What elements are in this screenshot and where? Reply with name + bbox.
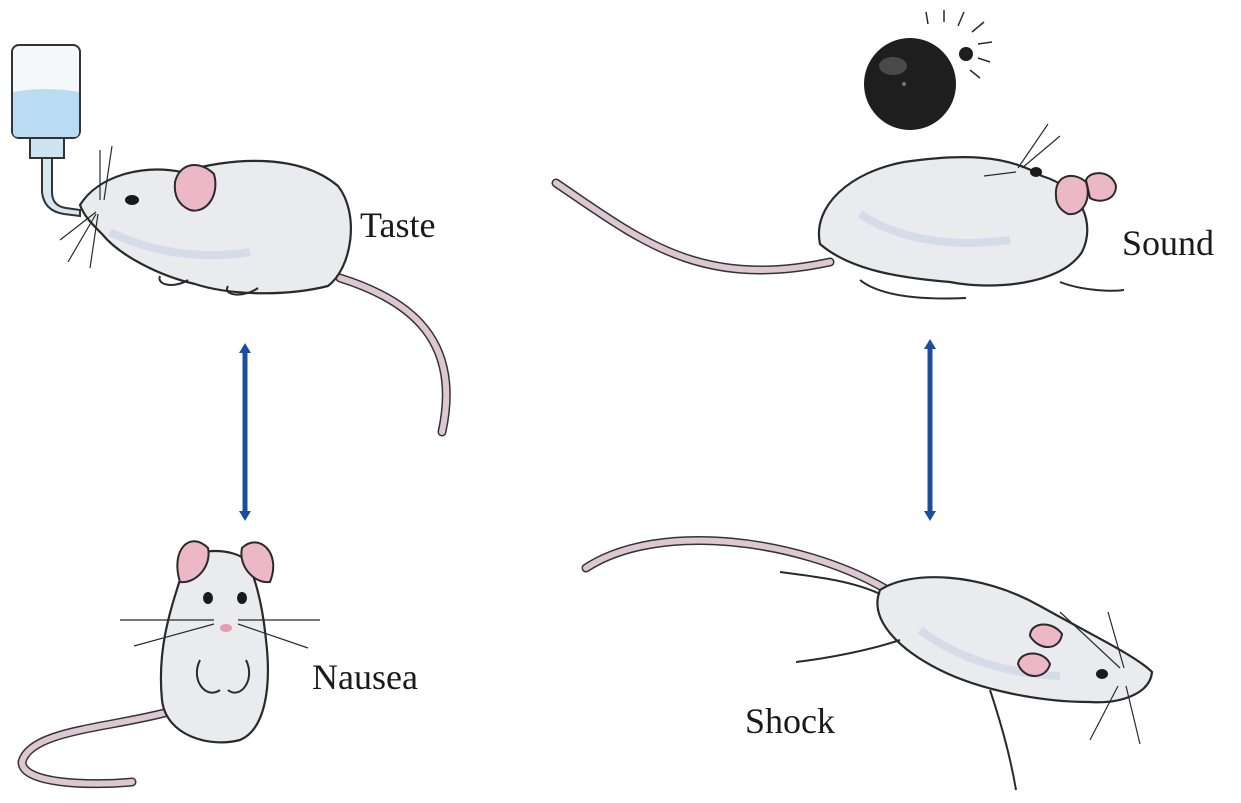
nausea-rat xyxy=(22,541,320,783)
label-nausea: Nausea xyxy=(312,656,418,698)
taste-rat xyxy=(60,146,446,432)
sound-rat xyxy=(556,124,1124,298)
label-shock: Shock xyxy=(745,700,835,742)
label-sound: Sound xyxy=(1122,222,1214,264)
shock-rat xyxy=(586,540,1152,790)
bell-icon xyxy=(864,10,992,130)
water-bottle-icon xyxy=(12,45,80,216)
label-taste: Taste xyxy=(360,204,435,246)
